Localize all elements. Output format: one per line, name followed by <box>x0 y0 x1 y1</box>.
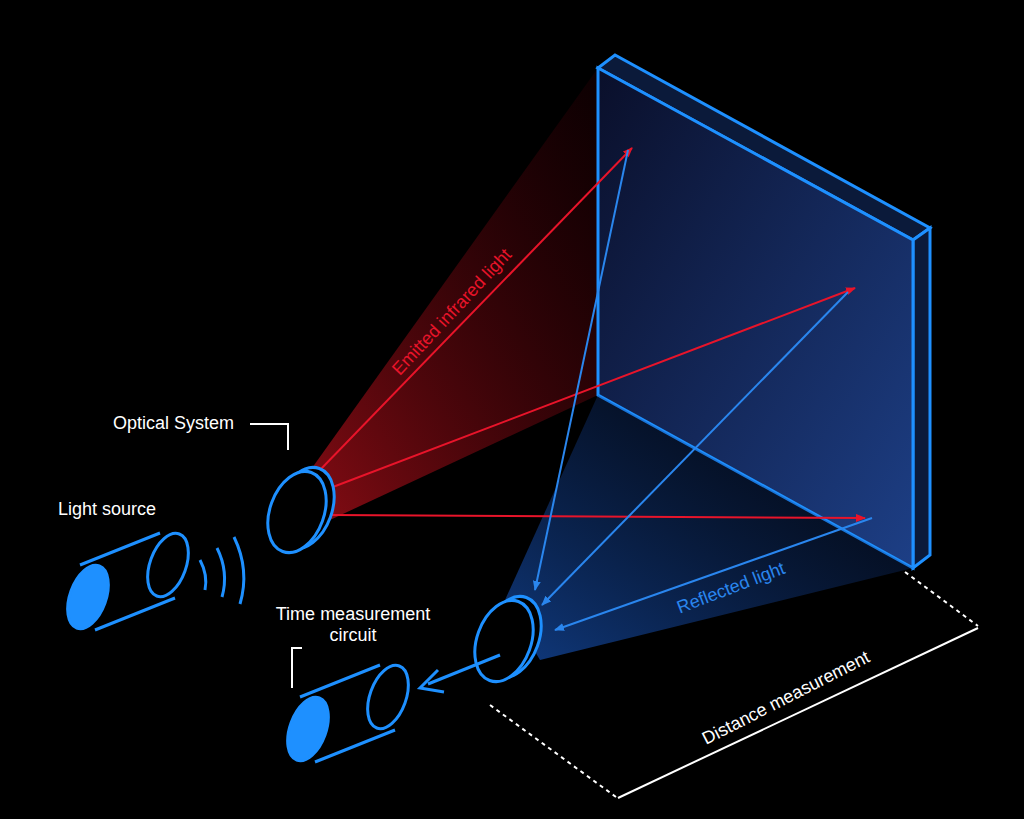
part-label: Light source <box>58 499 156 520</box>
part-label: Optical System <box>113 413 234 434</box>
dimension-label: Distance measurement <box>699 647 873 749</box>
light-source <box>60 528 244 634</box>
emission-cone <box>312 68 598 520</box>
panel-side <box>913 228 930 568</box>
leader-lines <box>250 424 302 688</box>
part-label: Time measurement circuit <box>258 604 448 645</box>
receiver-lens <box>464 588 551 689</box>
emitted-rays <box>320 148 865 518</box>
reflected-rays <box>535 150 872 630</box>
time-circuit <box>280 655 500 766</box>
optical-lens <box>257 459 344 560</box>
distance-dimension <box>490 572 978 798</box>
